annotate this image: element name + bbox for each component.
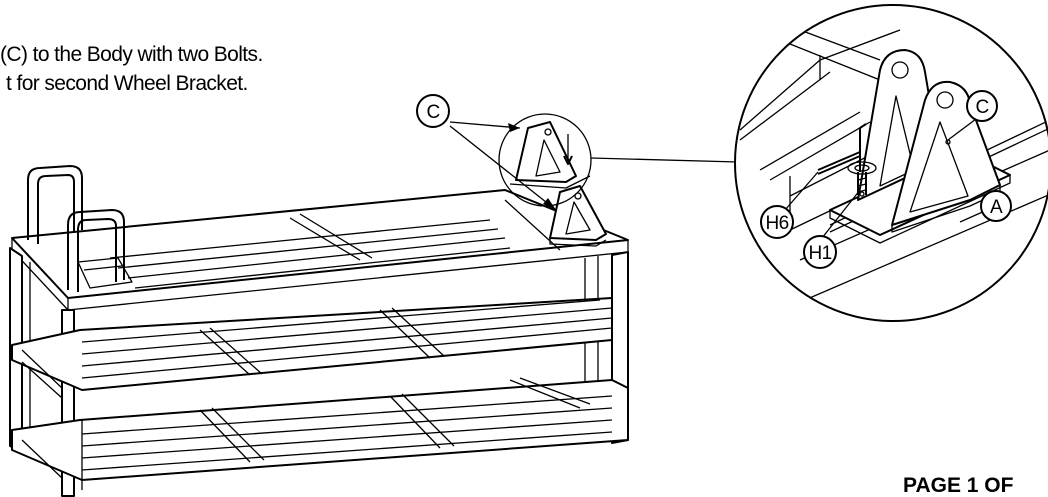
callout-a-label: A [990, 197, 1003, 218]
callout-c-detail-label: C [975, 97, 988, 118]
callout-c-main-label: C [426, 102, 439, 123]
magnifier-circle [498, 113, 739, 207]
body-frame [9, 189, 629, 497]
instruction-text: (C) to the Body with two Bolts. t for se… [0, 40, 380, 98]
callout-h6-label: H6 [765, 213, 788, 234]
detail-view: C A H6 H1 [734, 4, 1048, 322]
instruction-line-1: (C) to the Body with two Bolts. [0, 43, 263, 66]
page-number-label: PAGE 1 OF [903, 474, 1014, 497]
wheel-bracket-installed [549, 185, 607, 247]
top-deck [11, 189, 629, 299]
lower-shelf [11, 379, 629, 481]
handle-assembly [27, 165, 133, 292]
callout-h1-label: H1 [808, 243, 831, 264]
callout-c-main: C [416, 94, 557, 211]
instruction-line-2: t for second Wheel Bracket. [6, 72, 248, 95]
